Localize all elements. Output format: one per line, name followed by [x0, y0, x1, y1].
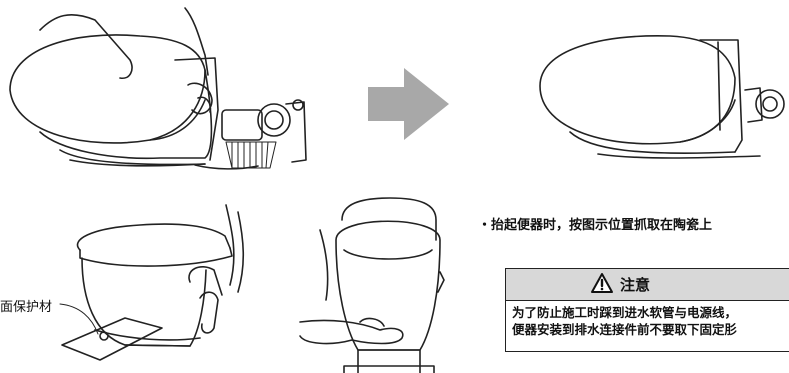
figure-toilet-installed	[539, 35, 785, 159]
caution-line: 为了防止施工时踩到进水软管与电源线，	[512, 305, 738, 320]
caution-body: 为了防止施工时踩到进水软管与电源线， 便器安装到排水连接件前不要取下固定肜	[506, 301, 789, 341]
caution-header: 注意	[506, 269, 789, 301]
arrow-right-icon	[368, 68, 449, 140]
figure-rear-view	[299, 197, 445, 373]
warning-triangle-icon	[590, 272, 614, 298]
figure-toilet-lifting	[9, 7, 307, 170]
caution-line: 便器安装到排水连接件前不要取下固定肜	[512, 322, 738, 337]
floor-flange-hatch	[225, 141, 277, 169]
figure-side-view	[59, 204, 245, 361]
protective-material-label: 面保护材	[0, 300, 53, 315]
caution-box: 注意 为了防止施工时踩到进水软管与电源线， 便器安装到排水连接件前不要取下固定肜	[505, 268, 789, 352]
lifting-instruction: ・抬起便器时，按图示位置抓取在陶瓷上	[478, 218, 713, 233]
caution-title: 注意	[620, 276, 651, 294]
